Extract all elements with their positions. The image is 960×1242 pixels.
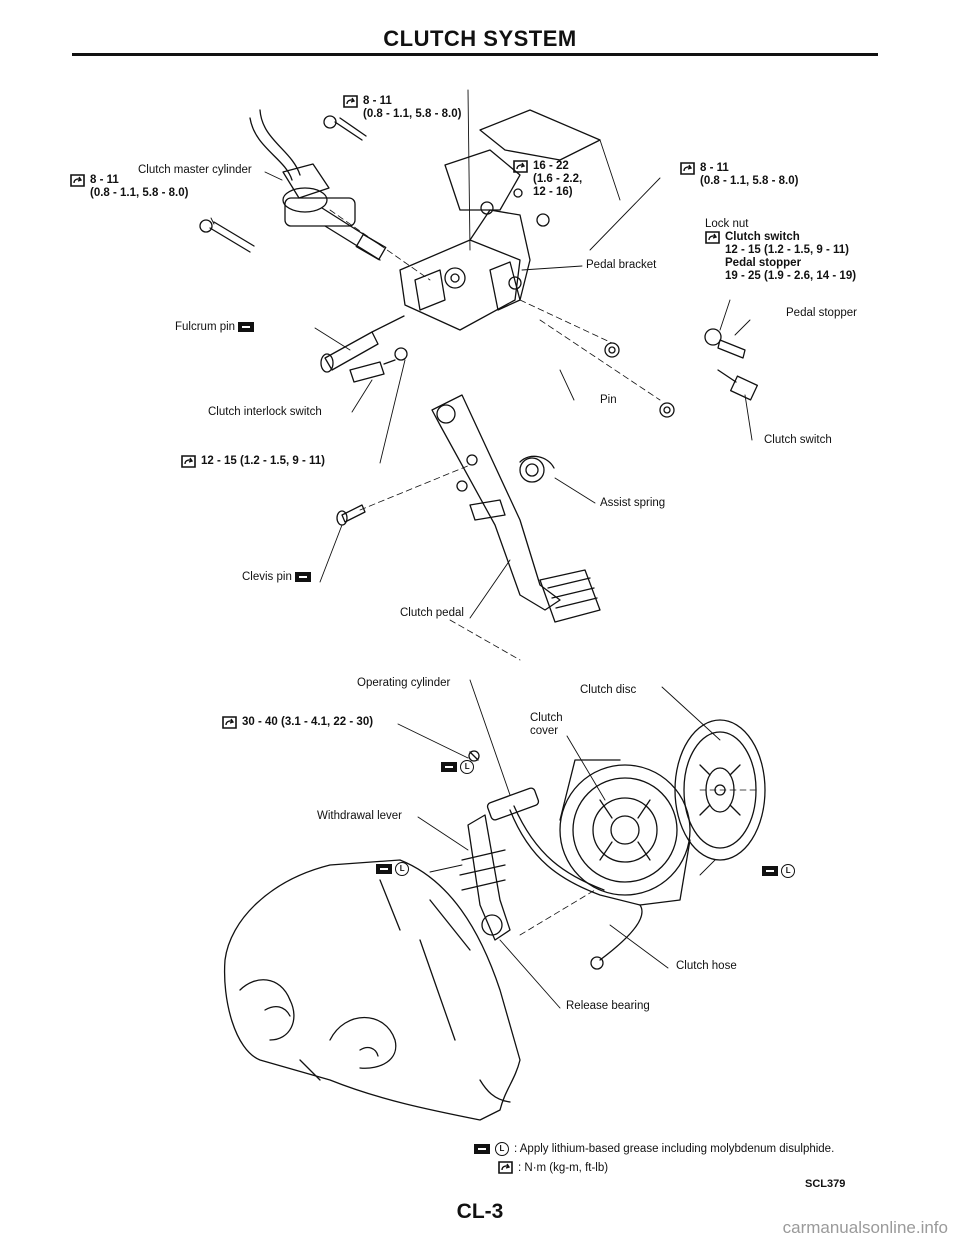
label-line: Clutch (530, 712, 563, 724)
callout-torque: 19 - 25 (1.9 - 2.6, 14 - 19) (725, 270, 857, 282)
label-clevis-pin: Clevis pin (242, 571, 312, 584)
grease-mark-operating: L (441, 760, 475, 774)
torque-value: 16 - 22 (533, 160, 569, 172)
label-operating-cylinder: Operating cylinder (357, 677, 451, 689)
callout-part-name: Clutch switch (725, 231, 800, 243)
callout-part-name: Pedal stopper (725, 257, 802, 269)
label-clutch-master-cylinder: Clutch master cylinder (138, 164, 252, 176)
grease-icon (762, 866, 778, 876)
label-clutch-interlock-switch: Clutch interlock switch (208, 406, 322, 418)
torque-value-units: (0.8 - 1.1, 5.8 - 8.0) (90, 187, 189, 199)
torque-spec-top: 8 - 11(0.8 - 1.1, 5.8 - 8.0) (343, 95, 461, 121)
label-clutch-pedal: Clutch pedal (400, 607, 464, 619)
torque-spec-left: 8 - 11(0.8 - 1.1, 5.8 - 8.0) (70, 174, 188, 200)
torque-wrench-icon (680, 162, 695, 175)
grease-icon (441, 762, 457, 772)
legend-grease: L : Apply lithium-based grease including… (474, 1142, 834, 1156)
fulcrum-pin-drawing (320, 315, 408, 383)
label-pin: Pin (600, 394, 617, 406)
page-title: CLUTCH SYSTEM (383, 26, 577, 51)
centerlines (329, 209, 761, 936)
torque-value: 30 - 40 (3.1 - 4.1, 22 - 30) (242, 716, 374, 728)
lithium-icon: L (781, 864, 796, 878)
lithium-icon: L (460, 760, 475, 774)
torque-wrench-icon (70, 174, 85, 187)
pedal-bracket-drawing (399, 109, 601, 331)
clutch-pedal-drawing (431, 394, 601, 623)
torque-wrench-icon (498, 1161, 513, 1174)
torque-value: 12 - 15 (1.2 - 1.5, 9 - 11) (201, 455, 326, 467)
figure-code: SCL379 (805, 1178, 846, 1190)
watermark: carmanualsonline.info (782, 1218, 948, 1237)
withdrawal-lever-drawing (459, 814, 511, 941)
clutch-hose-drawing (590, 904, 643, 970)
label-withdrawal-lever: Withdrawal lever (317, 810, 402, 822)
torque-wrench-icon (513, 160, 528, 173)
torque-wrench-icon (222, 716, 237, 729)
torque-value-units: 12 - 16) (533, 186, 573, 198)
torque-wrench-icon (181, 455, 196, 468)
label-fulcrum-pin: Fulcrum pin (175, 321, 255, 334)
label-clutch-disc: Clutch disc (580, 684, 637, 696)
pedal-stopper-drawing (704, 328, 759, 401)
torque-spec-bracket: 16 - 22(1.6 - 2.2,12 - 16) (513, 160, 582, 199)
clevis-pin-drawing (336, 504, 366, 526)
torque-spec-interlock: 12 - 15 (1.2 - 1.5, 9 - 11) (181, 455, 325, 468)
master-cylinder-drawing (199, 109, 387, 261)
label-pedal-stopper: Pedal stopper (786, 307, 857, 319)
torque-value: 8 - 11 (700, 162, 729, 174)
lithium-icon: L (495, 1142, 509, 1156)
torque-spec-right: 8 - 11(0.8 - 1.1, 5.8 - 8.0) (680, 162, 798, 188)
grease-icon (474, 1144, 490, 1154)
torque-spec-operating: 30 - 40 (3.1 - 4.1, 22 - 30) (222, 716, 373, 729)
torque-value: 8 - 11 (363, 95, 392, 107)
torque-wrench-icon (705, 231, 720, 244)
operating-cylinder-drawing (468, 750, 641, 906)
grease-icon (238, 321, 255, 332)
torque-value-units: (1.6 - 2.2, (533, 173, 583, 185)
leader-lines (210, 89, 753, 1009)
label-pedal-bracket: Pedal bracket (586, 259, 657, 271)
grease-mark-lever: L (376, 862, 410, 876)
legend-torque-text: : N·m (kg-m, ft-lb) (518, 1161, 609, 1174)
lithium-icon: L (395, 862, 410, 876)
label-clutch-hose: Clutch hose (676, 960, 737, 972)
torque-value-units: (0.8 - 1.1, 5.8 - 8.0) (363, 108, 462, 120)
transmission-case-drawing (223, 859, 521, 1121)
label-clutch-switch: Clutch switch (764, 434, 832, 446)
grease-mark-disc: L (762, 864, 796, 878)
grease-icon (295, 571, 312, 582)
page-number: CL-3 (456, 1200, 504, 1223)
title-underline (72, 53, 878, 56)
label-line: cover (530, 725, 559, 737)
legend-torque: : N·m (kg-m, ft-lb) (498, 1161, 608, 1174)
torque-wrench-icon (343, 95, 358, 108)
lock-nut-label: Lock nut (705, 218, 749, 230)
callout-torque: 12 - 15 (1.2 - 1.5, 9 - 11) (725, 244, 850, 256)
label-release-bearing: Release bearing (566, 1000, 650, 1012)
label-assist-spring: Assist spring (600, 497, 666, 509)
torque-value: 8 - 11 (90, 174, 119, 186)
grease-icon (376, 864, 392, 874)
clutch-cover-drawing (559, 759, 691, 906)
legend-grease-text: : Apply lithium-based grease including m… (514, 1143, 835, 1155)
torque-value-units: (0.8 - 1.1, 5.8 - 8.0) (700, 175, 799, 187)
